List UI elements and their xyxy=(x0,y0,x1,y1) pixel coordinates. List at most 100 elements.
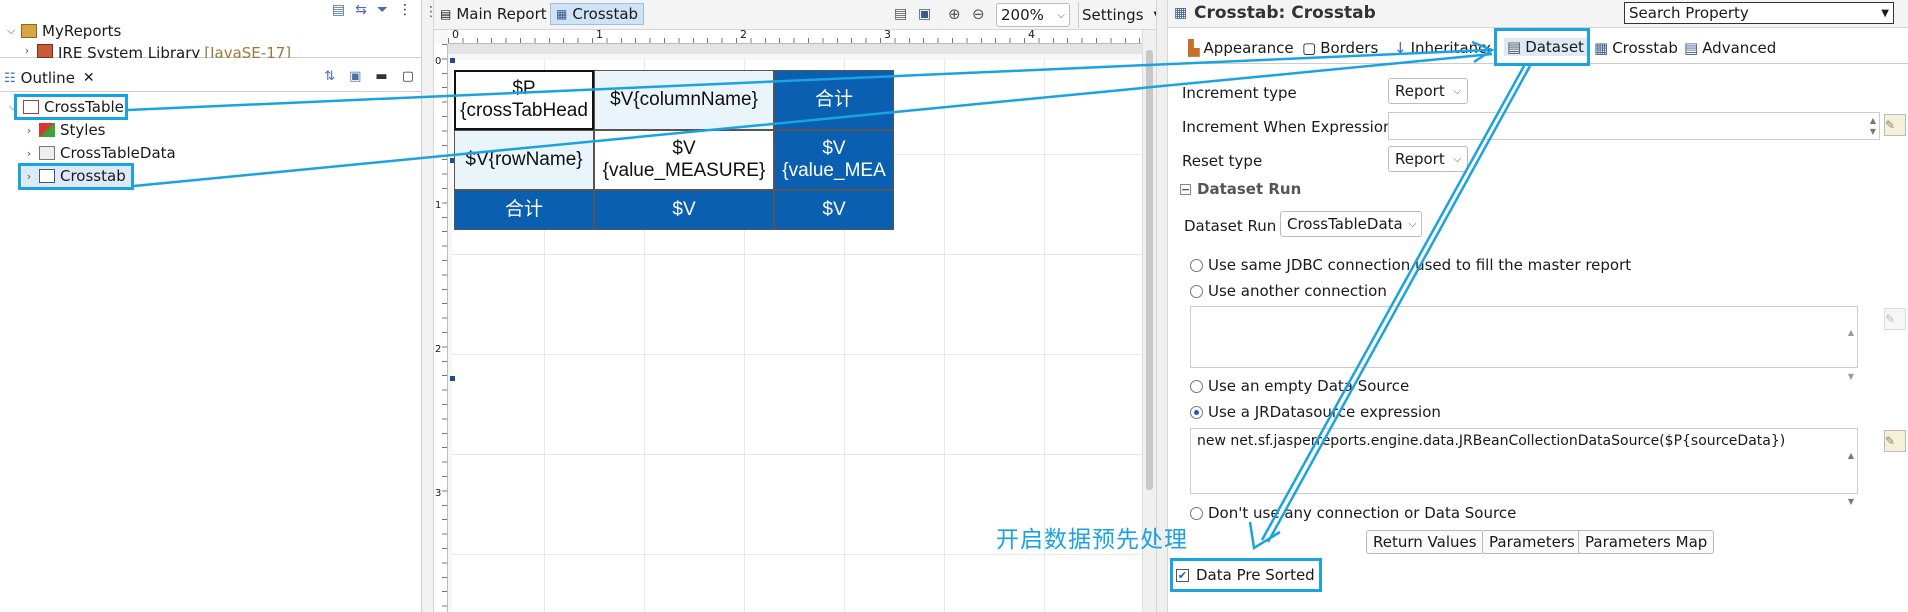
select-value: Report xyxy=(1395,82,1445,100)
radio-no-connection[interactable]: Don't use any connection or Data Source xyxy=(1190,504,1516,522)
link-editor-icon[interactable]: ⇆ xyxy=(355,2,367,18)
selection-handle[interactable] xyxy=(450,58,455,63)
scrollbar-thumb[interactable] xyxy=(1146,50,1153,490)
scroll-icon[interactable]: ▲▼ xyxy=(1847,451,1854,506)
expression-editor-button-disabled[interactable]: ✎ xyxy=(1884,308,1906,330)
column-total-cell[interactable]: 合计 xyxy=(774,70,894,130)
grand-total-cell[interactable]: $V xyxy=(774,190,894,230)
radio-button[interactable] xyxy=(1190,258,1203,272)
view-menu-icon[interactable]: ⋮ xyxy=(398,2,412,18)
scroll-icon[interactable]: ▲▼ xyxy=(1847,328,1854,381)
minimize-icon[interactable]: ▬ xyxy=(375,69,388,84)
chevron-down-icon[interactable]: ▼ xyxy=(1881,7,1889,19)
reset-type-select[interactable]: Report⌵ xyxy=(1388,146,1468,172)
collapse-icon[interactable]: − xyxy=(1180,182,1191,196)
tree-item-styles[interactable]: › Styles xyxy=(22,119,106,141)
layout-icon[interactable]: ▤ xyxy=(894,6,908,22)
radio-same-jdbc[interactable]: Use same JDBC connection used to fill th… xyxy=(1190,256,1631,274)
close-icon[interactable]: ✕ xyxy=(82,70,95,86)
chevron-down-icon[interactable]: ⌵ xyxy=(6,24,16,37)
filter-icon[interactable]: ⏷ xyxy=(376,2,388,18)
radio-empty-datasource[interactable]: Use an empty Data Source xyxy=(1190,377,1409,395)
tab-main-report[interactable]: ▤ Main Report xyxy=(436,4,551,24)
return-values-button[interactable]: Return Values xyxy=(1366,530,1484,554)
connection-expression-input[interactable]: ▲▼ xyxy=(1190,306,1858,381)
parameters-map-button[interactable]: Parameters Map xyxy=(1578,530,1715,554)
expression-editor-button[interactable]: ✎ xyxy=(1884,430,1906,452)
tree-item-crosstabledata[interactable]: › CrossTableData xyxy=(22,142,176,164)
tree-item-jre[interactable]: › JRE System Library [JavaSE-17] xyxy=(20,44,291,58)
tab-outline-label: Outline xyxy=(20,69,75,87)
chevron-right-icon[interactable]: › xyxy=(24,44,30,57)
zoom-select[interactable]: 200%⌵ xyxy=(996,3,1070,27)
ruler-label: 2 xyxy=(740,28,747,41)
dataset-run-section[interactable]: − Dataset Run xyxy=(1180,180,1301,198)
cell-text: 合计 xyxy=(814,89,853,111)
left-sash[interactable]: ⋮ xyxy=(422,0,438,612)
row-total-measure-cell[interactable]: $V xyxy=(594,190,774,230)
tab-crosstab[interactable]: ▦ Crosstab xyxy=(550,3,645,25)
radio-another-connection[interactable]: Use another connection xyxy=(1190,282,1387,300)
maximize-icon[interactable]: ▢ xyxy=(401,69,414,84)
tree-item-crosstable[interactable]: ⌵ CrossTable xyxy=(6,96,124,118)
expression-editor-button[interactable]: ✎ xyxy=(1884,114,1906,136)
tab-borders[interactable]: ▢Borders xyxy=(1302,39,1378,57)
column-group-cell[interactable]: $V{columnName} xyxy=(594,70,774,130)
data-pre-sorted-checkbox[interactable]: ✔ Data Pre Sorted xyxy=(1176,566,1315,584)
search-property-input[interactable]: Search Property ▼ xyxy=(1624,2,1894,24)
row-group-cell[interactable]: $V{rowName} xyxy=(454,130,594,190)
cell-text: $P {crossTabHead xyxy=(460,78,588,121)
tab-outline[interactable]: ☷ Outline ✕ xyxy=(4,69,95,87)
spinner-icon[interactable]: ▲▼ xyxy=(1869,116,1876,136)
outline-icon: ☷ xyxy=(4,70,16,86)
tab-advanced[interactable]: ▤Advanced xyxy=(1684,39,1776,57)
radio-button-selected[interactable] xyxy=(1190,405,1203,419)
increment-when-expression-input[interactable]: ▲▼ xyxy=(1388,112,1880,140)
tree-item-myreports[interactable]: ⌵ MyReports xyxy=(4,20,122,42)
radio-label: Don't use any connection or Data Source xyxy=(1208,504,1517,522)
tab-label: Crosstab xyxy=(572,5,639,23)
tab-crosstab-props[interactable]: ▦Crosstab xyxy=(1594,39,1678,57)
preview-icon[interactable]: ▣ xyxy=(918,6,932,22)
crosstab-header-cell[interactable]: $P {crossTabHead xyxy=(454,70,594,130)
collapse-all-icon[interactable]: ▤ xyxy=(331,2,346,18)
checkbox-checked-icon[interactable]: ✔ xyxy=(1176,568,1189,582)
chevron-right-icon[interactable]: › xyxy=(26,146,32,160)
settings-button[interactable]: Settings▼ xyxy=(1082,6,1161,24)
properties-tabbar: ▙Appearance ▢Borders ↓Inheritance ▤Datas… xyxy=(1168,34,1908,64)
radio-button[interactable] xyxy=(1190,506,1203,520)
increment-type-select[interactable]: Report⌵ xyxy=(1388,78,1468,104)
radio-button[interactable] xyxy=(1190,284,1203,298)
chevron-right-icon[interactable]: › xyxy=(26,169,32,183)
radio-label: Use an empty Data Source xyxy=(1208,377,1410,395)
zoom-out-icon[interactable]: ⊖ xyxy=(972,5,985,23)
tab-dataset[interactable]: ▤Dataset xyxy=(1504,38,1587,56)
tree-item-crosstab[interactable]: › Crosstab xyxy=(22,165,132,187)
cell-text: 合计 xyxy=(504,199,543,221)
sort-icon[interactable]: ⇅ xyxy=(324,69,336,84)
tab-inheritance[interactable]: ↓Inheritance xyxy=(1394,39,1490,57)
dataset-run-select[interactable]: CrossTableData⌵ xyxy=(1280,211,1422,237)
tab-label: Inheritance xyxy=(1410,39,1490,57)
parameters-button[interactable]: Parameters xyxy=(1482,530,1582,554)
measure-total-cell[interactable]: $V {value_MEA xyxy=(774,130,894,190)
tree-mode-icon[interactable]: ▣ xyxy=(349,69,362,84)
radio-button[interactable] xyxy=(1190,379,1203,393)
chevron-right-icon[interactable]: › xyxy=(26,123,32,137)
explorer-toolbar: ▤ ⇆ ⏷ ⋮ xyxy=(332,2,412,18)
tab-label: Borders xyxy=(1320,39,1379,57)
outline-toolbar: ⇅ ▣ ▬ ▢ xyxy=(324,69,414,84)
selection-handle[interactable] xyxy=(450,376,455,381)
tab-appearance[interactable]: ▙Appearance xyxy=(1188,39,1294,57)
row-total-cell[interactable]: 合计 xyxy=(454,190,594,230)
library-icon xyxy=(37,44,53,58)
chevron-down-icon[interactable]: ⌵ xyxy=(8,100,18,113)
radio-jrdatasource-expression[interactable]: Use a JRDatasource expression xyxy=(1190,403,1441,421)
ruler-label: 4 xyxy=(1028,28,1035,41)
jrdatasource-expression-input[interactable]: new net.sf.jasperreports.engine.data.JRB… xyxy=(1190,428,1858,506)
crosstab-icon: ▦ xyxy=(1174,5,1188,21)
properties-panel: ▦ Crosstab: Crosstab Search Property ▼ ▙… xyxy=(1168,0,1908,612)
measure-cell[interactable]: $V {value_MEASURE} xyxy=(594,130,774,190)
zoom-in-icon[interactable]: ⊕ xyxy=(948,5,961,23)
radio-label: Use a JRDatasource expression xyxy=(1208,403,1441,421)
